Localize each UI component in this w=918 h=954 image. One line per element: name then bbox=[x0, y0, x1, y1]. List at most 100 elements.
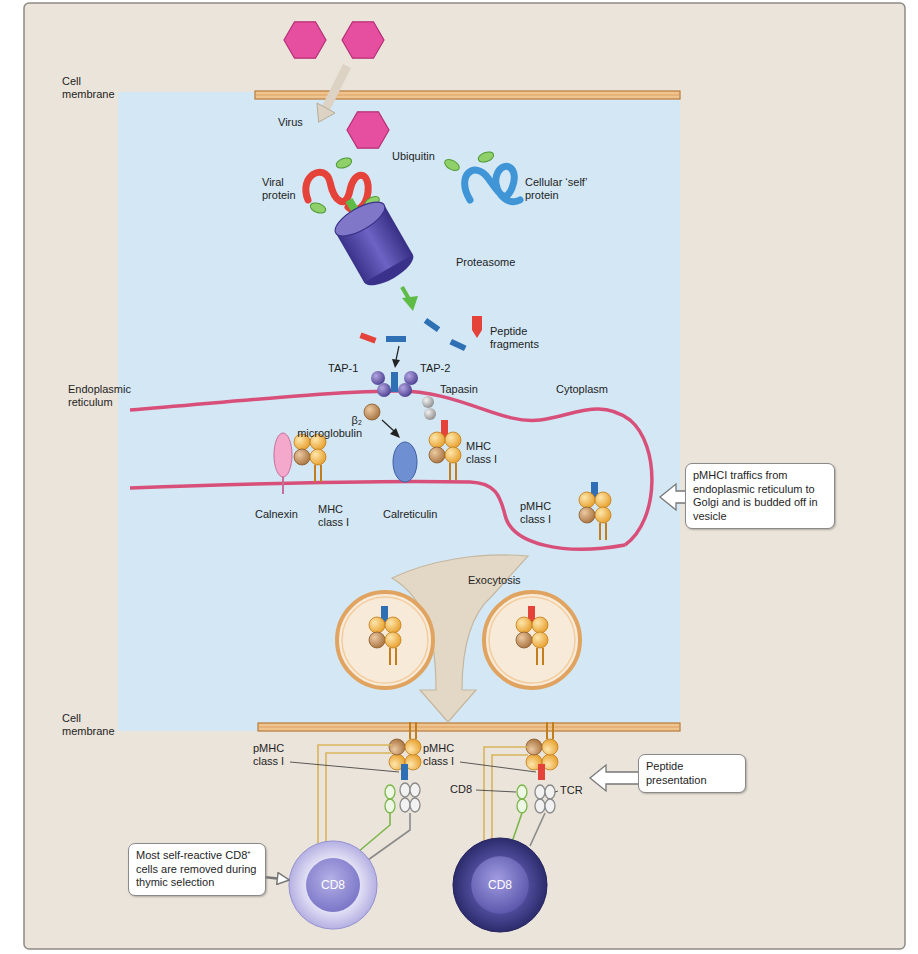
tapasin bbox=[422, 396, 434, 408]
part-label: Proteasome bbox=[456, 256, 515, 269]
proteasome bbox=[330, 195, 389, 242]
cd8-coreceptor bbox=[385, 799, 395, 813]
t-cell: CD8 bbox=[288, 840, 378, 930]
part-label: Exocytosis bbox=[468, 574, 521, 587]
part-label: pMHC class I bbox=[520, 500, 565, 526]
part-label: Cell membrane bbox=[62, 75, 122, 101]
tcr bbox=[400, 783, 410, 797]
callout-text: Most self-reactive CD8⁺ cells are remove… bbox=[136, 849, 256, 888]
cd8-coreceptor bbox=[385, 785, 395, 799]
peptide bbox=[538, 764, 545, 780]
cell-body bbox=[453, 838, 547, 932]
part-label: Calnexin bbox=[255, 508, 298, 521]
tap-transporter bbox=[391, 372, 398, 392]
part-label: pMHC class I bbox=[253, 742, 298, 768]
calnexin bbox=[274, 433, 292, 477]
mhc-molecule bbox=[389, 722, 421, 770]
peptide-fragments bbox=[392, 359, 400, 368]
peptide-fragments bbox=[359, 332, 376, 343]
degradation-arrow bbox=[402, 287, 409, 299]
part-label: Tapasin bbox=[440, 383, 478, 396]
mhc-molecule bbox=[526, 722, 558, 770]
leader-line bbox=[476, 790, 516, 792]
entry-arrow bbox=[317, 103, 335, 122]
vesicle bbox=[337, 592, 433, 688]
virus bbox=[347, 112, 389, 148]
cell-nucleus bbox=[471, 856, 529, 914]
cell-membrane bbox=[255, 91, 680, 99]
mhc-molecule bbox=[516, 617, 548, 665]
part-label: pMHC class I bbox=[423, 742, 468, 768]
beta2-microglobulin bbox=[364, 404, 380, 420]
proteasome bbox=[325, 186, 418, 292]
tcr bbox=[545, 799, 555, 813]
part-label: TAP-1 bbox=[328, 362, 358, 375]
cell-membrane bbox=[255, 95, 680, 96]
callout-box: Peptide presentation bbox=[638, 754, 746, 793]
tcr bbox=[400, 798, 410, 812]
part-label: Cell membrane bbox=[62, 712, 122, 738]
callout-arrow bbox=[590, 484, 692, 791]
peptide-fragments bbox=[449, 339, 466, 351]
ubiquitin bbox=[309, 201, 327, 215]
part-label: β₂ microglobulin bbox=[290, 414, 362, 440]
callout-text: Peptide presentation bbox=[646, 760, 707, 786]
ubiquitin bbox=[477, 150, 495, 164]
vesicle bbox=[484, 592, 580, 688]
cell-label: CD8 bbox=[488, 878, 512, 892]
leader-line bbox=[460, 762, 536, 772]
cell-membrane bbox=[258, 727, 680, 728]
tapasin bbox=[422, 396, 436, 420]
cd8-coreceptor bbox=[517, 799, 527, 813]
cell-stalks bbox=[512, 813, 522, 842]
cell-stalks bbox=[492, 755, 528, 840]
vesicle bbox=[489, 597, 575, 683]
callout-arrow bbox=[266, 877, 288, 880]
tcr bbox=[535, 785, 545, 799]
part-label: Peptide fragments bbox=[490, 325, 545, 351]
part-label: CD8 bbox=[450, 783, 472, 796]
leader-line bbox=[290, 762, 399, 772]
tap-transporter bbox=[371, 371, 385, 385]
tap-transporter bbox=[377, 383, 391, 397]
virus bbox=[284, 22, 389, 148]
cell-label: CD8 bbox=[321, 878, 345, 892]
cell-stalks bbox=[530, 813, 545, 846]
endoplasmic-reticulum bbox=[130, 391, 652, 549]
cytoplasm-panel bbox=[118, 92, 680, 731]
ubiquitin bbox=[335, 156, 353, 170]
part-label: TAP-2 bbox=[420, 362, 450, 375]
cell-stalks bbox=[484, 747, 528, 842]
peptide-fragments bbox=[359, 316, 482, 368]
tapasin bbox=[424, 408, 436, 420]
callout-arrow bbox=[590, 765, 644, 791]
cell-stalks bbox=[358, 813, 390, 852]
vesicle bbox=[337, 592, 580, 688]
calreticulin bbox=[393, 442, 417, 482]
calnexin bbox=[274, 433, 292, 494]
self-protein bbox=[465, 166, 520, 201]
self-protein bbox=[465, 166, 520, 201]
entry-arrow bbox=[317, 66, 347, 122]
tcr bbox=[410, 798, 420, 812]
virus bbox=[342, 22, 384, 58]
beta2-microglobulin bbox=[364, 404, 400, 438]
endoplasmic-reticulum bbox=[130, 391, 652, 545]
part-label: MHC class I bbox=[466, 440, 508, 466]
peptide-fragments bbox=[424, 318, 441, 332]
cd8-coreceptor bbox=[517, 785, 527, 799]
beta2-microglobulin bbox=[382, 420, 394, 431]
entry-arrow bbox=[326, 66, 347, 108]
t-cell: CD8 bbox=[452, 837, 548, 933]
part-label: Cellular ‘self’ protein bbox=[525, 176, 605, 202]
callout-box: pMHCI traffics from endoplasmic reticulu… bbox=[685, 463, 835, 529]
calnexin bbox=[282, 476, 284, 494]
endoplasmic-reticulum bbox=[130, 481, 625, 549]
part-label: Calreticulin bbox=[383, 508, 437, 521]
cell-stalks bbox=[318, 745, 392, 843]
tcr bbox=[535, 799, 545, 813]
tap-transporter bbox=[371, 371, 418, 397]
calreticulin bbox=[393, 442, 417, 482]
mhc-molecule bbox=[369, 617, 401, 665]
